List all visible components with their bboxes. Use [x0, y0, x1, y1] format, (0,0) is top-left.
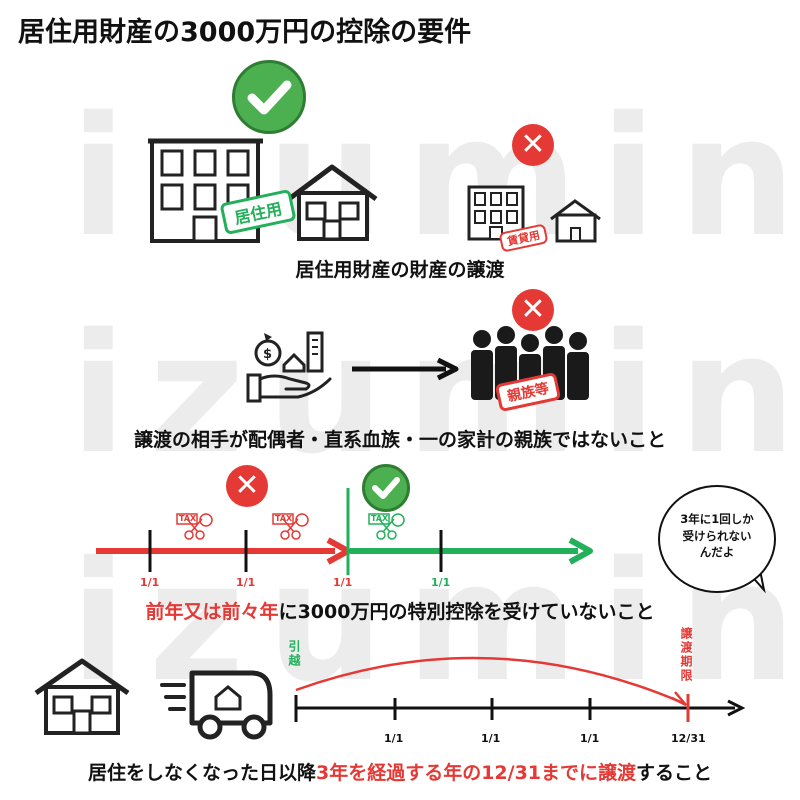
move-label: 引越 [287, 640, 301, 668]
tick-label: 1/1 [580, 732, 600, 745]
house-icon [34, 658, 130, 735]
tax-scissors-icon [368, 513, 405, 540]
tax-label: TAX [179, 514, 197, 523]
tick-label: 1/1 [431, 576, 451, 589]
tick-label: 1/1 [333, 576, 353, 589]
caption-highlight: 前年又は前々年 [145, 601, 279, 623]
caption-section3: 前年又は前々年に3000万円の特別控除を受けていないこと [0, 597, 800, 624]
house-icon [287, 164, 378, 241]
bubble-line: んだよ [699, 545, 735, 560]
tax-scissors-icon [272, 513, 309, 540]
caption-section4: 居住をしなくなった日以降3年を経過する年の12/31までに譲渡すること [0, 758, 800, 785]
watermark: izumin [70, 298, 800, 490]
tick-label: 1/1 [140, 576, 160, 589]
cross-icon: ✕ [226, 465, 268, 507]
caption-highlight: 3年を経過する年の12/31までに譲渡 [315, 762, 637, 784]
hand-icon: $ [246, 331, 332, 403]
caption-text: 居住をしなくなった日以降 [87, 762, 316, 784]
check-icon [232, 60, 306, 134]
tax-label: TAX [371, 514, 389, 523]
cross-icon: ✕ [512, 289, 554, 331]
house-icon [550, 199, 601, 243]
caption-text: すること [636, 762, 713, 784]
tick-label: 1/1 [236, 576, 256, 589]
deadline-label: 譲渡期限 [679, 627, 693, 683]
caption-text: に3000万円の特別控除を受けていないこと [278, 601, 655, 623]
money-bag-icon: $ [254, 333, 282, 367]
tick-label: 1/1 [384, 732, 404, 745]
tax-label: TAX [275, 514, 293, 523]
bubble-line: 受けられない [682, 528, 752, 543]
truck-icon [160, 670, 273, 740]
tick-label: 1/1 [481, 732, 501, 745]
caption-section2: 譲渡の相手が配偶者・直系血族・一の家計の親族ではないこと [133, 429, 666, 451]
caption-section1: 居住用財産の財産の譲渡 [295, 259, 505, 281]
tax-scissors-icon [176, 513, 213, 540]
family-group-icon [471, 326, 589, 400]
check-icon [362, 464, 410, 512]
svg-text:$: $ [263, 347, 272, 362]
speech-bubble: 3年に1回しか 受けられない んだよ [658, 485, 776, 593]
tick-label: 12/31 [671, 732, 706, 745]
cross-icon: ✕ [512, 124, 554, 166]
page-title: 居住用財産の3000万円の控除の要件 [18, 17, 472, 48]
bubble-line: 3年に1回しか [680, 512, 754, 526]
arrow-right-icon [352, 357, 459, 381]
